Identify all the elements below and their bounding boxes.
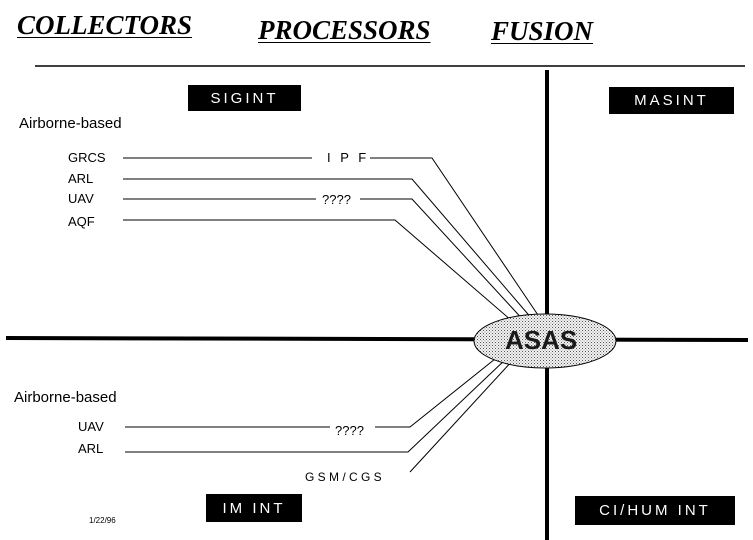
processor-unknown-sigint: ????	[322, 192, 351, 207]
line-gsm	[409, 359, 514, 473]
masint-box: MASINT	[609, 87, 734, 114]
line-aqf	[123, 219, 520, 328]
line-imint-processor	[375, 354, 501, 428]
processor-gsm-cgs: G S M / C G S	[305, 470, 382, 484]
imint-section-label: Airborne-based	[14, 389, 117, 406]
processor-unknown-imint: ????	[335, 423, 364, 438]
fusion-header: FUSION	[491, 16, 594, 46]
imint-connectors	[125, 354, 514, 473]
collector-uav: UAV	[68, 191, 94, 206]
sigint-connectors	[123, 157, 541, 328]
sigint-section-label: Airborne-based	[19, 115, 122, 132]
imint-collector-arl: ARL	[78, 441, 104, 456]
line-arl	[123, 178, 534, 321]
horizontal-axis	[5, 336, 749, 342]
imint-collector-uav: UAV	[78, 419, 104, 434]
date-stamp: 1/22/96	[89, 516, 116, 525]
imint-box: IM INT	[206, 494, 302, 522]
collector-grcs: GRCS	[68, 150, 106, 165]
asas-ellipse	[473, 313, 617, 369]
processors-header: PROCESSORS	[258, 15, 431, 45]
ci-humint-box: CI/HUM INT	[575, 496, 735, 525]
line-uav-processor	[360, 198, 527, 324]
line-ipf	[370, 157, 541, 319]
sigint-box: SIGINT	[188, 85, 301, 111]
processor-ipf: I P F	[327, 150, 370, 165]
collector-arl: ARL	[68, 171, 94, 186]
line-imint-arl	[125, 357, 508, 453]
collectors-header: COLLECTORS	[17, 10, 193, 40]
collector-aqf: AQF	[68, 214, 95, 229]
asas-label: ASAS	[505, 325, 578, 355]
